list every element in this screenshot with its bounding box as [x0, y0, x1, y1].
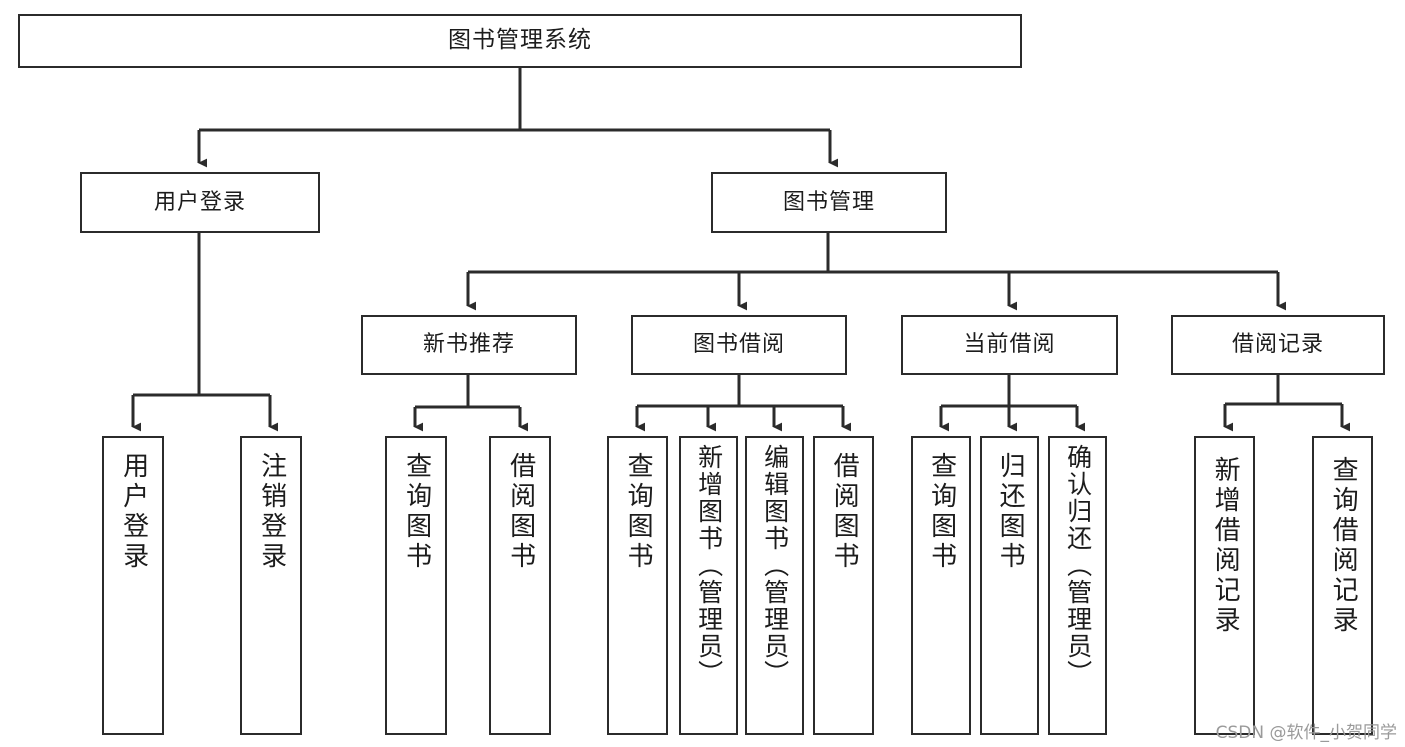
node-label: 当前借阅	[963, 332, 1056, 358]
leaf-query-book-borrow[interactable]: 查询图书	[607, 436, 668, 735]
node-user-login[interactable]: 用户登录	[80, 172, 320, 233]
leaf-user-login[interactable]: 用户登录	[102, 436, 164, 735]
node-label: 注销登录	[256, 452, 287, 572]
node-label: 图书借阅	[692, 332, 785, 358]
csdn-watermark: CSDN @软件_小贺同学	[1215, 723, 1397, 743]
leaf-add-book-admin[interactable]: 新增图书（管理员）	[679, 436, 738, 735]
node-current-borrow[interactable]: 当前借阅	[901, 315, 1118, 375]
node-root-book-management-system[interactable]: 图书管理系统	[18, 14, 1022, 68]
leaf-query-borrow-record[interactable]: 查询借阅记录	[1312, 436, 1373, 735]
node-label: 借阅图书	[829, 452, 860, 572]
leaf-confirm-return-admin[interactable]: 确认归还（管理员）	[1048, 436, 1107, 735]
leaf-add-borrow-record[interactable]: 新增借阅记录	[1194, 436, 1255, 735]
node-label: 编辑图书（管理员）	[760, 444, 790, 687]
node-label: 查询图书	[401, 452, 432, 572]
leaf-query-book-new-rec[interactable]: 查询图书	[385, 436, 447, 735]
node-label: 用户登录	[118, 452, 149, 572]
node-label: 借阅图书	[505, 452, 536, 572]
node-label: 新书推荐	[422, 332, 515, 358]
node-label: 确认归还（管理员）	[1063, 444, 1093, 687]
node-label: 用户登录	[153, 189, 246, 215]
node-label: 查询借阅记录	[1328, 456, 1359, 636]
node-book-management[interactable]: 图书管理	[711, 172, 947, 233]
node-label: 查询图书	[926, 452, 957, 572]
leaf-edit-book-admin[interactable]: 编辑图书（管理员）	[745, 436, 804, 735]
node-label: 新增借阅记录	[1210, 456, 1241, 636]
leaf-borrow-book-borrow[interactable]: 借阅图书	[813, 436, 874, 735]
node-borrow-record[interactable]: 借阅记录	[1171, 315, 1385, 375]
node-book-borrow[interactable]: 图书借阅	[631, 315, 847, 375]
leaf-query-book-current[interactable]: 查询图书	[911, 436, 971, 735]
node-label: 图书管理	[782, 189, 875, 215]
node-label: 查询图书	[623, 452, 654, 572]
node-label: 归还图书	[995, 452, 1026, 572]
node-label: 新增图书（管理员）	[694, 444, 724, 687]
node-label: 图书管理系统	[448, 27, 592, 54]
leaf-borrow-book-new-rec[interactable]: 借阅图书	[489, 436, 551, 735]
leaf-user-logout[interactable]: 注销登录	[240, 436, 302, 735]
node-label: 借阅记录	[1231, 332, 1324, 358]
node-new-book-recommendation[interactable]: 新书推荐	[361, 315, 577, 375]
leaf-return-book[interactable]: 归还图书	[980, 436, 1039, 735]
